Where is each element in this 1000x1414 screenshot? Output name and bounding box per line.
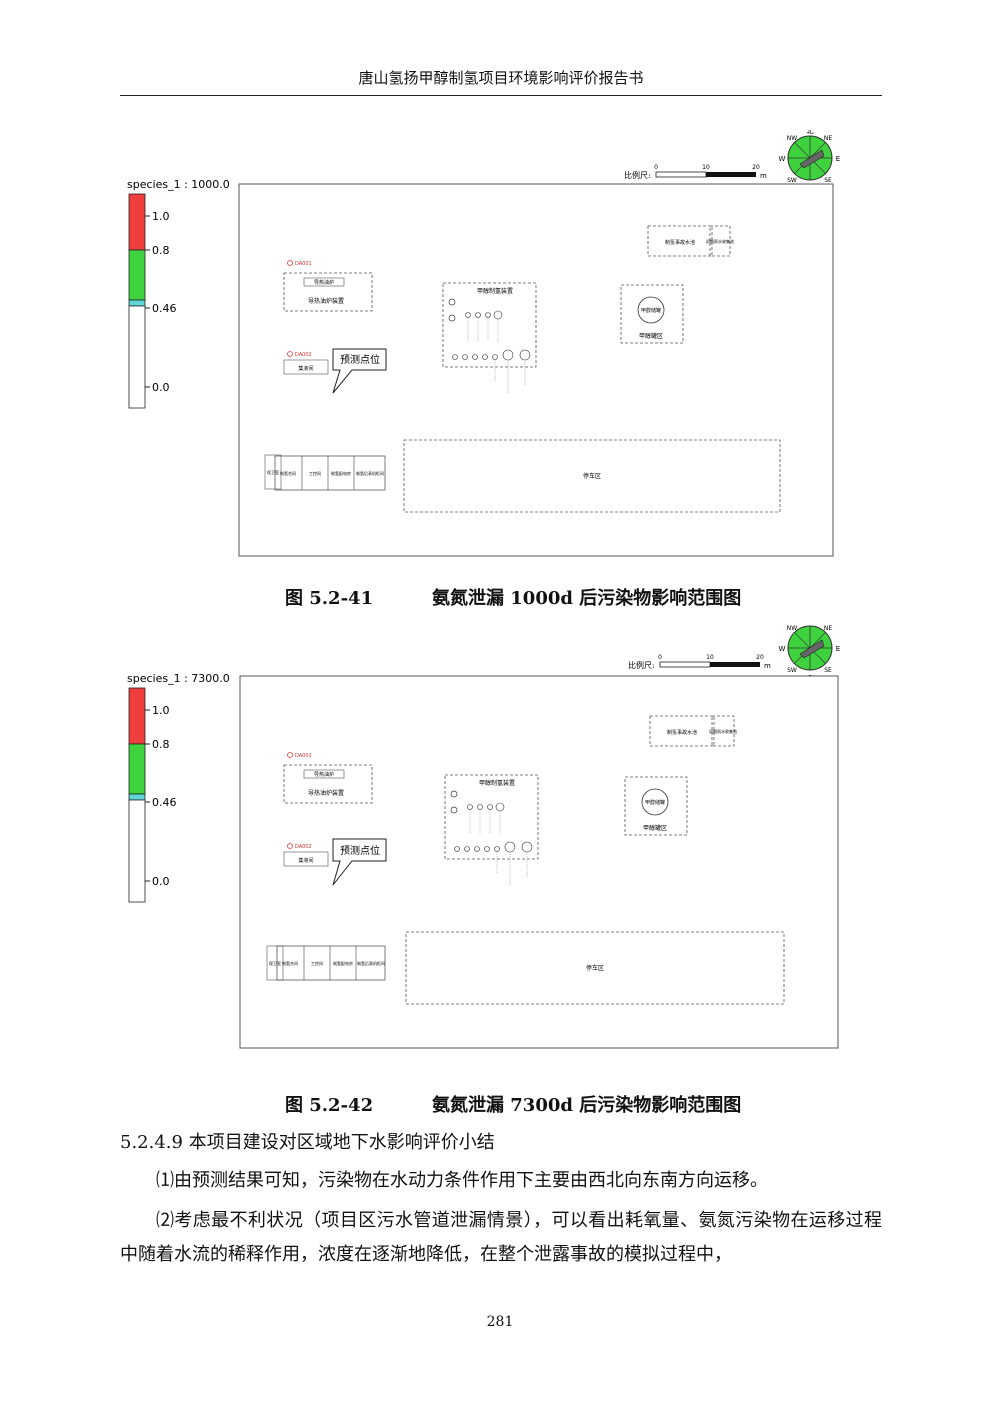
compass-se: SE <box>824 177 832 184</box>
heat-furnace-title: 导热油炉 <box>314 771 334 778</box>
da002-label: DA002 <box>295 352 312 358</box>
scale-tick-0: 0 <box>654 164 658 171</box>
compass-ne: NE <box>824 135 832 142</box>
da001-label: DA001 <box>295 261 312 267</box>
hydrogen-water-tank-label: 制氢事故水池 <box>667 729 697 736</box>
legend-tick-0-46: 0.46 <box>152 302 177 315</box>
compass-sw: SW <box>787 667 797 674</box>
compass-n: 北 <box>807 624 814 625</box>
methanol-tank-label: 甲醇储罐 <box>645 799 665 806</box>
methanol-hydrogen-label: 甲醇制氢装置 <box>479 779 515 787</box>
bldg-2-label: 工控间 <box>309 470 321 476</box>
methanol-hydrogen-label: 甲醇制氢装置 <box>477 287 513 295</box>
scale-bar: 比例尺: 0 10 20 m <box>628 654 771 670</box>
scale-unit: m <box>760 172 767 180</box>
figure-1-number: 图 5.2-41 <box>285 588 374 609</box>
figure-1: 北 S W E NE NW SE SW 比例尺: 0 10 20 m speci… <box>120 130 882 570</box>
legend-tick-0-8: 0.8 <box>152 738 170 751</box>
compass-icon: 北 S W E NE NW SE SW <box>779 624 841 682</box>
heat-furnace-device: 导热油炉装置 <box>308 789 344 797</box>
legend-tick-0: 0.0 <box>152 875 170 888</box>
figure-2-title: 氨氮泄漏 7300d 后污染物影响范围图 <box>432 1095 742 1116</box>
da002-label: DA002 <box>295 844 312 850</box>
methanol-tank-area-label: 甲醇罐区 <box>643 824 667 832</box>
parking-label: 停车区 <box>586 964 604 972</box>
methanol-tank-area-label: 甲醇罐区 <box>639 332 663 340</box>
hydrogen-water-tank-label: 制氢事故水池 <box>665 239 695 246</box>
figure-1-caption: 图 5.2-41 氨氮泄漏 1000d 后污染物影响范围图 <box>120 584 882 610</box>
paragraph-1: ⑴由预测结果可知，污染物在水动力条件作用下主要由西北向东南方向运移。 <box>156 1170 768 1191</box>
bldg-4-label: 制氢后表机柜间 <box>357 960 385 966</box>
legend-tick-0: 0.0 <box>152 381 170 394</box>
bldg-3-label: 制氢配电房 <box>331 470 351 476</box>
legend-tick-0-46: 0.46 <box>152 796 177 809</box>
compass-n: 北 <box>807 130 814 135</box>
scale-tick-10: 10 <box>706 654 714 661</box>
map-frame <box>239 675 839 1049</box>
color-legend: 1.0 0.8 0.46 0.0 <box>128 687 177 903</box>
legend-tick-1: 1.0 <box>152 210 170 223</box>
heat-furnace-device: 导热油炉装置 <box>308 297 344 305</box>
bldg-1-label: 制氢合间 <box>280 470 296 476</box>
bldg-4-label: 制氢后表机柜间 <box>356 470 384 476</box>
methanol-tank-label: 甲醇储罐 <box>641 307 661 314</box>
compass-e: E <box>836 645 840 653</box>
species-label: species_1 : 7300.0 <box>127 672 230 685</box>
figure-2: 北 S W E NE NW SE SW 比例尺: 0 10 20 m speci… <box>120 624 882 1064</box>
scale-tick-0: 0 <box>658 654 662 661</box>
rain-collection-label: 初期雨水收集池 <box>709 728 737 734</box>
heat-furnace-title: 导热油炉 <box>314 279 334 286</box>
section-heading: 5.2.4.9 本项目建设对区域地下水影响评价小结 <box>120 1132 495 1153</box>
species-label: species_1 : 1000.0 <box>127 178 230 191</box>
scale-label: 比例尺: <box>628 660 655 670</box>
guard-label: 保卫室 <box>269 960 281 966</box>
collection-pit-label: 集液间 <box>298 365 313 372</box>
scale-tick-20: 20 <box>756 654 764 661</box>
map-content: DA001 导热油炉 导热油炉装置 DA002 集液间 预测点位 甲醇制氢装置 <box>264 225 781 513</box>
scale-bar: 比例尺: 0 10 20 m <box>624 164 767 180</box>
compass-nw: NW <box>787 135 797 142</box>
compass-se: SE <box>824 667 832 674</box>
compass-e: E <box>836 155 840 163</box>
scale-tick-10: 10 <box>702 164 710 171</box>
figure-1-title: 氨氮泄漏 1000d 后污染物影响范围图 <box>432 588 742 609</box>
scale-unit: m <box>764 662 771 670</box>
monitoring-point-label: 预测点位 <box>340 353 380 366</box>
paragraph-2: ⑵考虑最不利状况（项目区污水管道泄漏情景），可以看出耗氧量、氨氮污染物在运移过程… <box>120 1210 882 1265</box>
figure-2-number: 图 5.2-42 <box>285 1095 374 1116</box>
bldg-1-label: 制氢合间 <box>282 960 298 966</box>
da001-label: DA001 <box>295 753 312 759</box>
compass-nw: NW <box>787 625 797 632</box>
bldg-2-label: 工控间 <box>311 960 323 966</box>
scale-tick-20: 20 <box>752 164 760 171</box>
parking-label: 停车区 <box>583 472 601 480</box>
page-header: 唐山氢扬甲醇制氢项目环境影响评价报告书 <box>120 60 882 96</box>
compass-ne: NE <box>824 625 832 632</box>
compass-sw: SW <box>787 177 797 184</box>
figure-2-caption: 图 5.2-42 氨氮泄漏 7300d 后污染物影响范围图 <box>120 1091 882 1117</box>
compass-icon: 北 S W E NE NW SE SW <box>779 130 841 192</box>
map-content: DA001 导热油炉 导热油炉装置 DA002 集液间 预测点位 甲醇制氢装置 <box>266 715 785 1005</box>
legend-tick-0-8: 0.8 <box>152 244 170 257</box>
legend-tick-1: 1.0 <box>152 704 170 717</box>
page-number: 281 <box>486 1314 514 1330</box>
rain-collection-label: 初期雨水收集池 <box>706 238 734 244</box>
guard-label: 保卫室 <box>267 469 279 475</box>
bldg-3-label: 制氢配电房 <box>333 960 353 966</box>
compass-w: W <box>779 645 786 653</box>
compass-w: W <box>779 155 786 163</box>
scale-label: 比例尺: <box>624 170 651 180</box>
color-legend: 1.0 0.8 0.46 0.0 <box>128 193 177 409</box>
collection-pit-label: 集液间 <box>298 857 313 864</box>
monitoring-point-label: 预测点位 <box>340 844 380 857</box>
